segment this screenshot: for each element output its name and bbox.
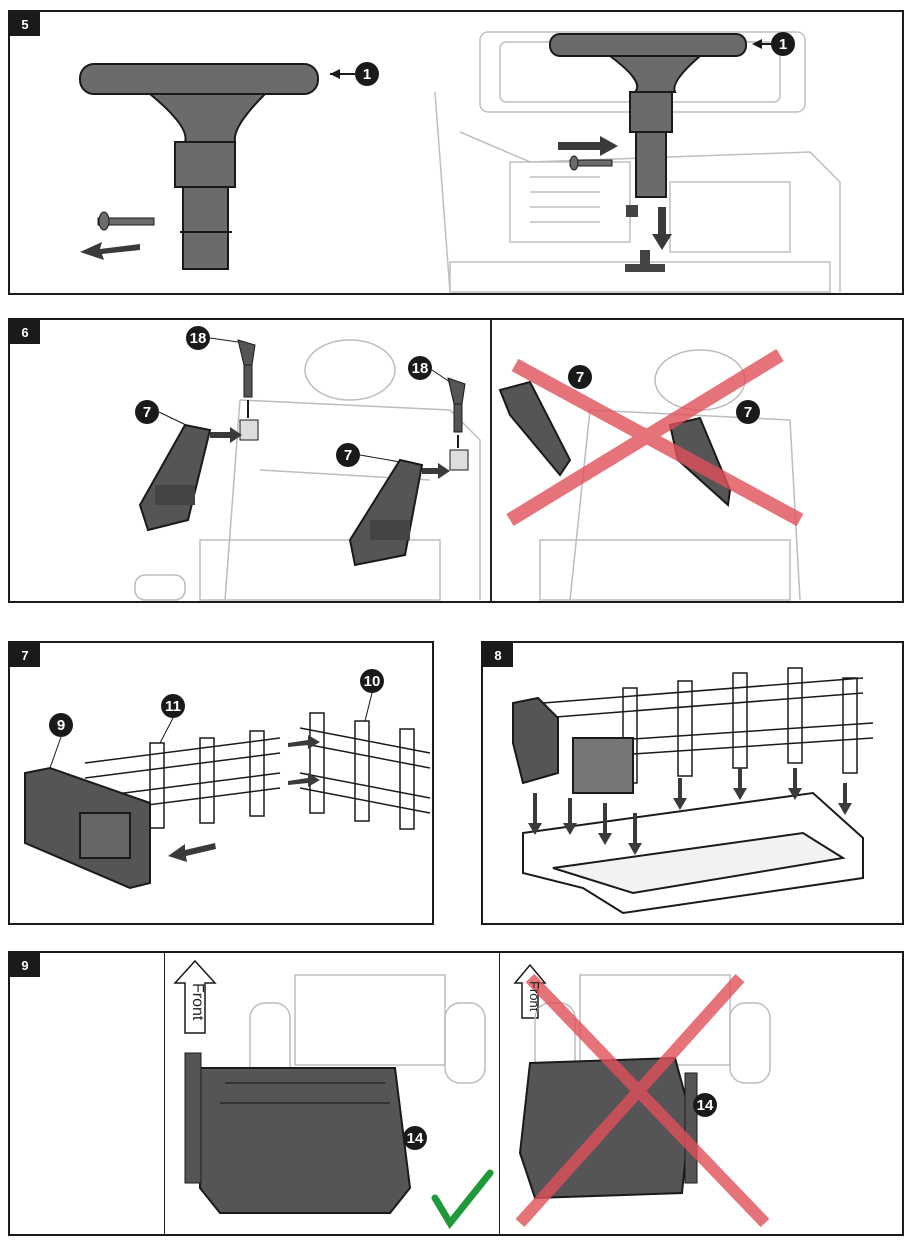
arrow-icon-group [528,768,852,855]
side-panel [512,696,634,794]
arrow-icon [422,463,450,479]
screw-18-left [237,339,259,441]
front-arrow-icon-left [173,959,217,1034]
step-9-illustration: 14 14 [173,959,771,1230]
svg-text:18: 18 [412,360,429,377]
bolt-icon-right [569,155,613,171]
step-6-divider [490,320,492,601]
step-5-number: 5 [10,12,40,36]
check-mark-icon [431,1169,494,1230]
car-chassis-left [249,974,486,1084]
seat-bracket-left-b [348,458,424,567]
step-8-number: 8 [483,643,513,667]
cross-mark-icon [506,349,804,527]
arrow-icon [168,843,216,862]
step-8-illustration [512,667,874,915]
callout-badge [355,62,379,86]
step-5-panel: 5 1 [8,10,904,295]
front-label-left: Front [189,983,206,1021]
car-body-right [539,349,801,601]
svg-text:14: 14 [697,1097,714,1114]
step-7-panel: 7 9 11 10 [8,641,434,925]
svg-text:7: 7 [143,404,151,421]
step-8-panel: 8 [481,641,904,925]
step-9-panel: 9 14 [8,951,904,1236]
svg-text:14: 14 [407,1130,424,1147]
step-5-illustration: 1 1 [79,31,841,293]
arrow-icon [288,773,320,787]
rail-10 [299,712,431,830]
svg-text:11: 11 [165,698,181,715]
arrow-icon [558,136,618,156]
callout-badge [771,32,795,56]
cargo-tray [522,791,864,915]
bolt-icon [97,211,155,231]
svg-text:7: 7 [744,404,752,421]
side-panel-9 [24,766,151,890]
seat-bracket-left-a [138,423,212,532]
step-7-illustration: 9 11 10 [24,669,431,890]
svg-text:7: 7 [344,447,352,464]
svg-text:1: 1 [779,36,787,53]
arrow-icon [288,735,320,749]
steering-wheel-left [79,63,319,270]
cargo-tray-correct [184,1052,412,1214]
svg-text:10: 10 [364,673,381,690]
arrow-icon [652,207,672,250]
front-label-right: Front [527,981,542,1012]
step-9-number: 9 [10,953,40,977]
cross-mark-icon [515,973,770,1228]
svg-text:18: 18 [190,330,207,347]
step-9-divider-b [499,953,500,1234]
arrow-icon [210,427,242,443]
screw-18-right [447,377,469,471]
steering-wheel-right [549,33,747,272]
seat-bracket-wrong-a [498,380,572,477]
svg-text:7: 7 [576,369,584,386]
step-9-divider-a [164,953,165,1234]
svg-text:9: 9 [57,717,65,734]
step-6-number: 6 [10,320,40,344]
svg-text:1: 1 [363,66,371,83]
step-7-number: 7 [10,643,40,667]
step-6-illustration: 18 18 7 7 7 7 [134,326,804,601]
arrow-icon [80,242,140,260]
step-6-panel: 6 18 [8,318,904,603]
rail-frame [542,667,874,784]
